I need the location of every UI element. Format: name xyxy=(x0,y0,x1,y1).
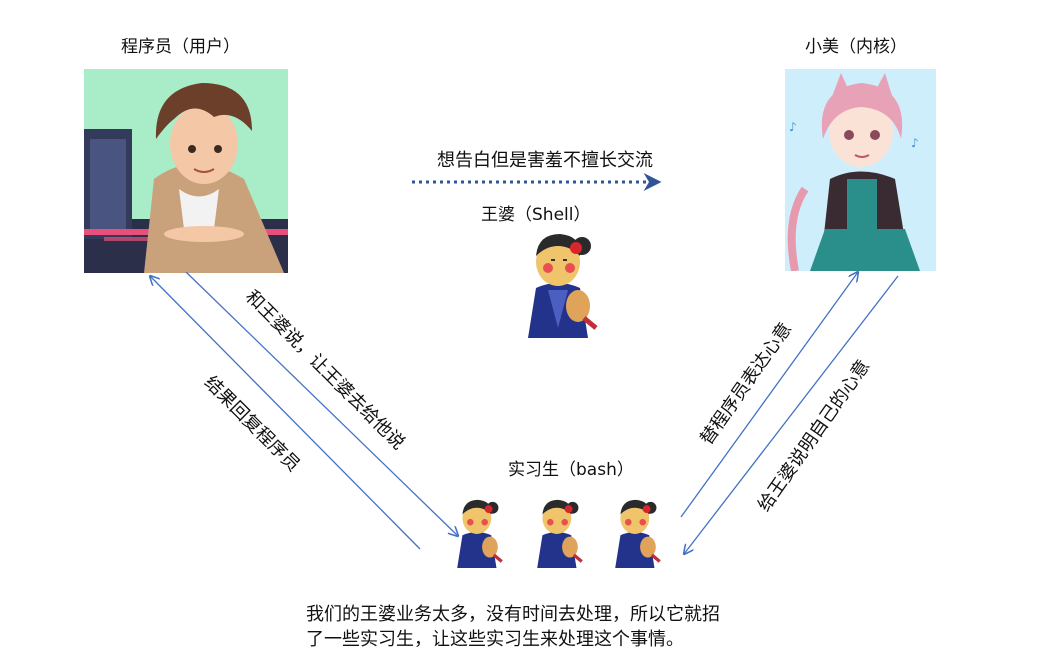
intern-figure-1 xyxy=(457,499,503,568)
xiaomei-label: 小美（内核） xyxy=(805,37,907,57)
confess-label: 想告白但是害羞不擅长交流 xyxy=(437,150,653,171)
arrow-explain xyxy=(684,275,899,554)
note-line-1: 我们的王婆业务太多，没有时间去处理，所以它就招 xyxy=(306,604,720,625)
svg-text:♪: ♪ xyxy=(911,136,919,150)
arrow-express xyxy=(680,272,858,518)
interns-label: 实习生（bash） xyxy=(508,460,634,480)
svg-text:♪: ♪ xyxy=(789,120,797,134)
programmer-label: 程序员（用户） xyxy=(121,37,240,57)
wangpo-label: 王婆（Shell） xyxy=(481,205,591,225)
xiaomei-image: ♪ ♪ xyxy=(785,69,936,271)
arrow-tell-wangpo xyxy=(185,271,458,536)
programmer-image xyxy=(84,69,288,273)
bottom-note: 我们的王婆业务太多，没有时间去处理，所以它就招 了一些实习生，让这些实习生来处理… xyxy=(306,602,826,652)
note-line-2: 了一些实习生，让这些实习生来处理这个事情。 xyxy=(306,629,684,650)
intern-figure-2 xyxy=(537,499,583,568)
wangpo-figure xyxy=(528,234,598,338)
arrow-result-back xyxy=(150,276,421,550)
intern-figure-3 xyxy=(615,499,661,568)
